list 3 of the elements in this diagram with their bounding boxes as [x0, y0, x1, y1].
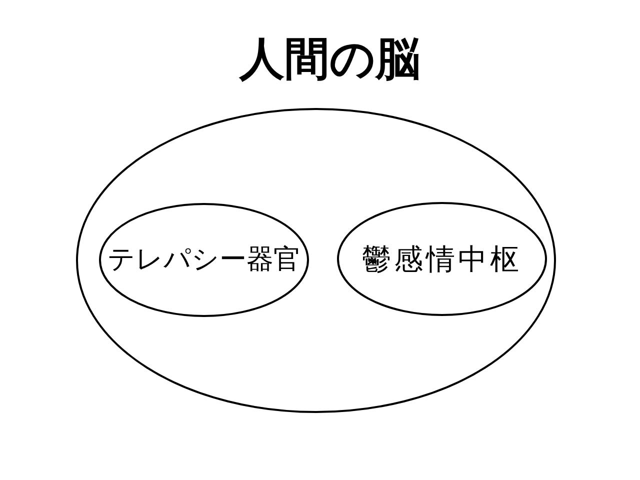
ellipse-label: 鬱感情中枢 — [362, 242, 522, 276]
diagram-heading: 人間の脳 — [240, 34, 420, 84]
ellipse-label: テレパシー器官 — [108, 244, 300, 276]
